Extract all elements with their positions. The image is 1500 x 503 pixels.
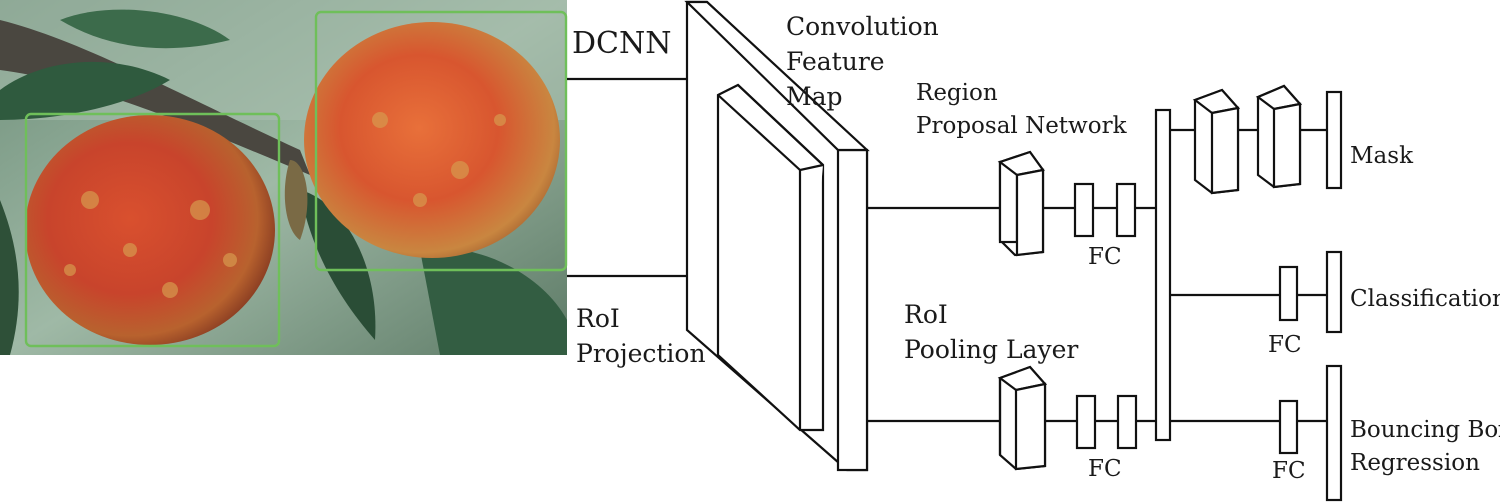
bbox-output	[1325, 364, 1343, 502]
roi-pool-label-1: RoI	[904, 300, 948, 329]
dcnn-label: DCNN	[572, 26, 672, 61]
roi-projection-label-2: Projection	[576, 339, 706, 368]
rpn-label-1: Region	[916, 80, 998, 106]
cls-fc	[1278, 265, 1299, 322]
peach-photo	[0, 0, 567, 355]
bbox-fc	[1278, 399, 1299, 455]
rpn-fc-2	[1115, 182, 1137, 238]
merge-bar	[1154, 108, 1172, 442]
fc-label-roi: FC	[1088, 456, 1122, 482]
conv-label-2: Feature	[786, 47, 885, 76]
mask-output	[1325, 90, 1343, 190]
fc-label-cls: FC	[1268, 332, 1302, 358]
conv-label-1: Convolution	[786, 12, 939, 41]
classification-label: Classification	[1350, 286, 1500, 312]
detection-box-left	[24, 112, 281, 348]
rpn-block	[997, 150, 1045, 257]
roi-fc-1	[1075, 394, 1097, 450]
rpn-label-2: Proposal Network	[916, 113, 1128, 139]
roi-projection-label-1: RoI	[576, 304, 620, 333]
convolution-feature-map	[684, 0, 870, 472]
bbox-label-2: Regression	[1350, 450, 1480, 476]
roi-fc-2	[1116, 394, 1138, 450]
roi-pool-block	[997, 365, 1048, 471]
mask-conv-1	[1192, 88, 1241, 195]
cls-output	[1325, 250, 1343, 334]
detection-box-right	[314, 10, 568, 272]
rpn-fc-1	[1073, 182, 1095, 238]
fc-label-rpn: FC	[1088, 244, 1122, 270]
mask-label: Mask	[1350, 143, 1414, 169]
roi-pool-label-2: Pooling Layer	[904, 335, 1078, 364]
mask-conv-2	[1255, 84, 1303, 189]
bbox-label-1: Bouncing Box	[1350, 417, 1500, 443]
conv-label-3: Map	[786, 82, 843, 111]
fc-label-bbox: FC	[1272, 458, 1306, 484]
